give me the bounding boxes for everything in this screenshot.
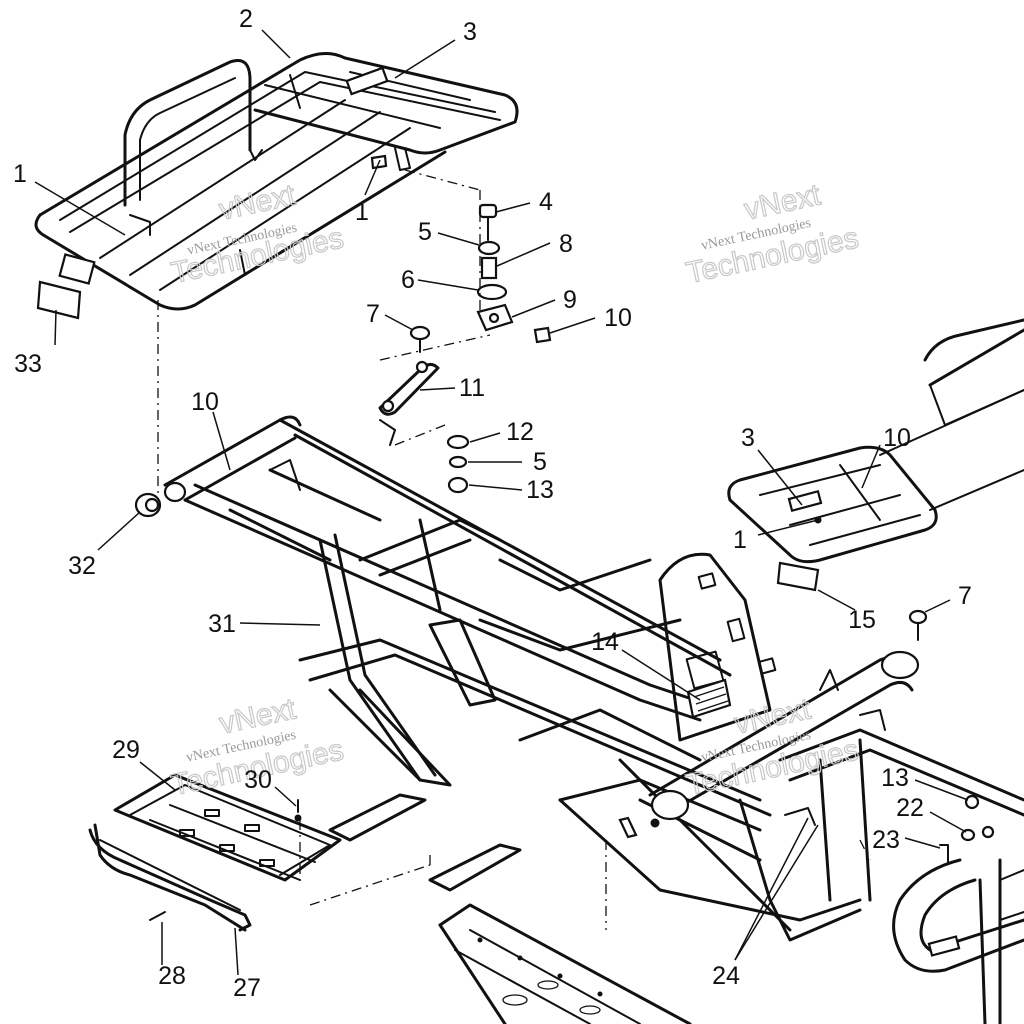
front-rack <box>727 318 1024 592</box>
hardware-right <box>939 794 995 863</box>
svg-text:vNext: vNext <box>216 178 299 226</box>
callout-11: 11 <box>459 374 485 402</box>
callout-15: 15 <box>848 606 876 634</box>
callout-31: 31 <box>208 610 236 638</box>
callout-9: 9 <box>563 286 577 314</box>
callout-4: 4 <box>539 188 553 216</box>
callout-3: 3 <box>463 18 477 46</box>
reflector-33 <box>36 280 82 320</box>
callout-5: 5 <box>418 218 432 246</box>
callout-23: 23 <box>872 826 900 854</box>
callout-22: 22 <box>896 794 924 822</box>
bolt-7-right <box>908 609 928 641</box>
callout-labels: 2 3 1 1 4 5 8 6 9 10 7 11 12 5 13 10 33 … <box>13 5 972 1002</box>
callout-14: 14 <box>591 628 619 656</box>
callout-13: 13 <box>526 476 554 504</box>
front-bumper <box>892 858 1024 1024</box>
watermark-4: vNext vNext Technologies Technologies <box>683 692 862 803</box>
callout-7: 7 <box>958 582 972 610</box>
callout-5: 5 <box>533 448 547 476</box>
leader-lines <box>34 29 969 976</box>
callout-7: 7 <box>366 300 380 328</box>
callout-12: 12 <box>506 418 534 446</box>
rear-bumper-step <box>88 773 342 932</box>
watermark-2: vNext vNext Technologies Technologies <box>683 178 862 291</box>
callout-27: 27 <box>233 974 261 1002</box>
callout-33: 33 <box>14 350 42 378</box>
callout-24: 24 <box>712 962 740 990</box>
callout-8: 8 <box>559 230 573 258</box>
decal-14-pattern <box>693 686 729 712</box>
callout-10: 10 <box>883 424 911 452</box>
svg-text:vNext: vNext <box>741 178 824 226</box>
callout-3: 3 <box>741 424 755 452</box>
callout-30: 30 <box>244 766 272 794</box>
main-frame <box>163 415 1024 942</box>
callout-1: 1 <box>355 198 369 226</box>
callout-29: 29 <box>112 736 140 764</box>
callout-32: 32 <box>68 552 96 580</box>
callout-1: 1 <box>13 160 27 188</box>
callout-13: 13 <box>881 764 909 792</box>
callout-10: 10 <box>191 388 219 416</box>
bracket-11 <box>378 325 470 494</box>
skid-plate <box>438 903 692 1024</box>
callout-28: 28 <box>158 962 186 990</box>
center-lines <box>157 169 871 930</box>
callout-2: 2 <box>239 5 253 33</box>
bushing-32 <box>134 492 162 518</box>
rear-rack <box>34 52 519 311</box>
callout-1: 1 <box>733 526 747 554</box>
callout-10: 10 <box>604 304 632 332</box>
callout-6: 6 <box>401 266 415 294</box>
fastener-stack <box>370 154 552 344</box>
